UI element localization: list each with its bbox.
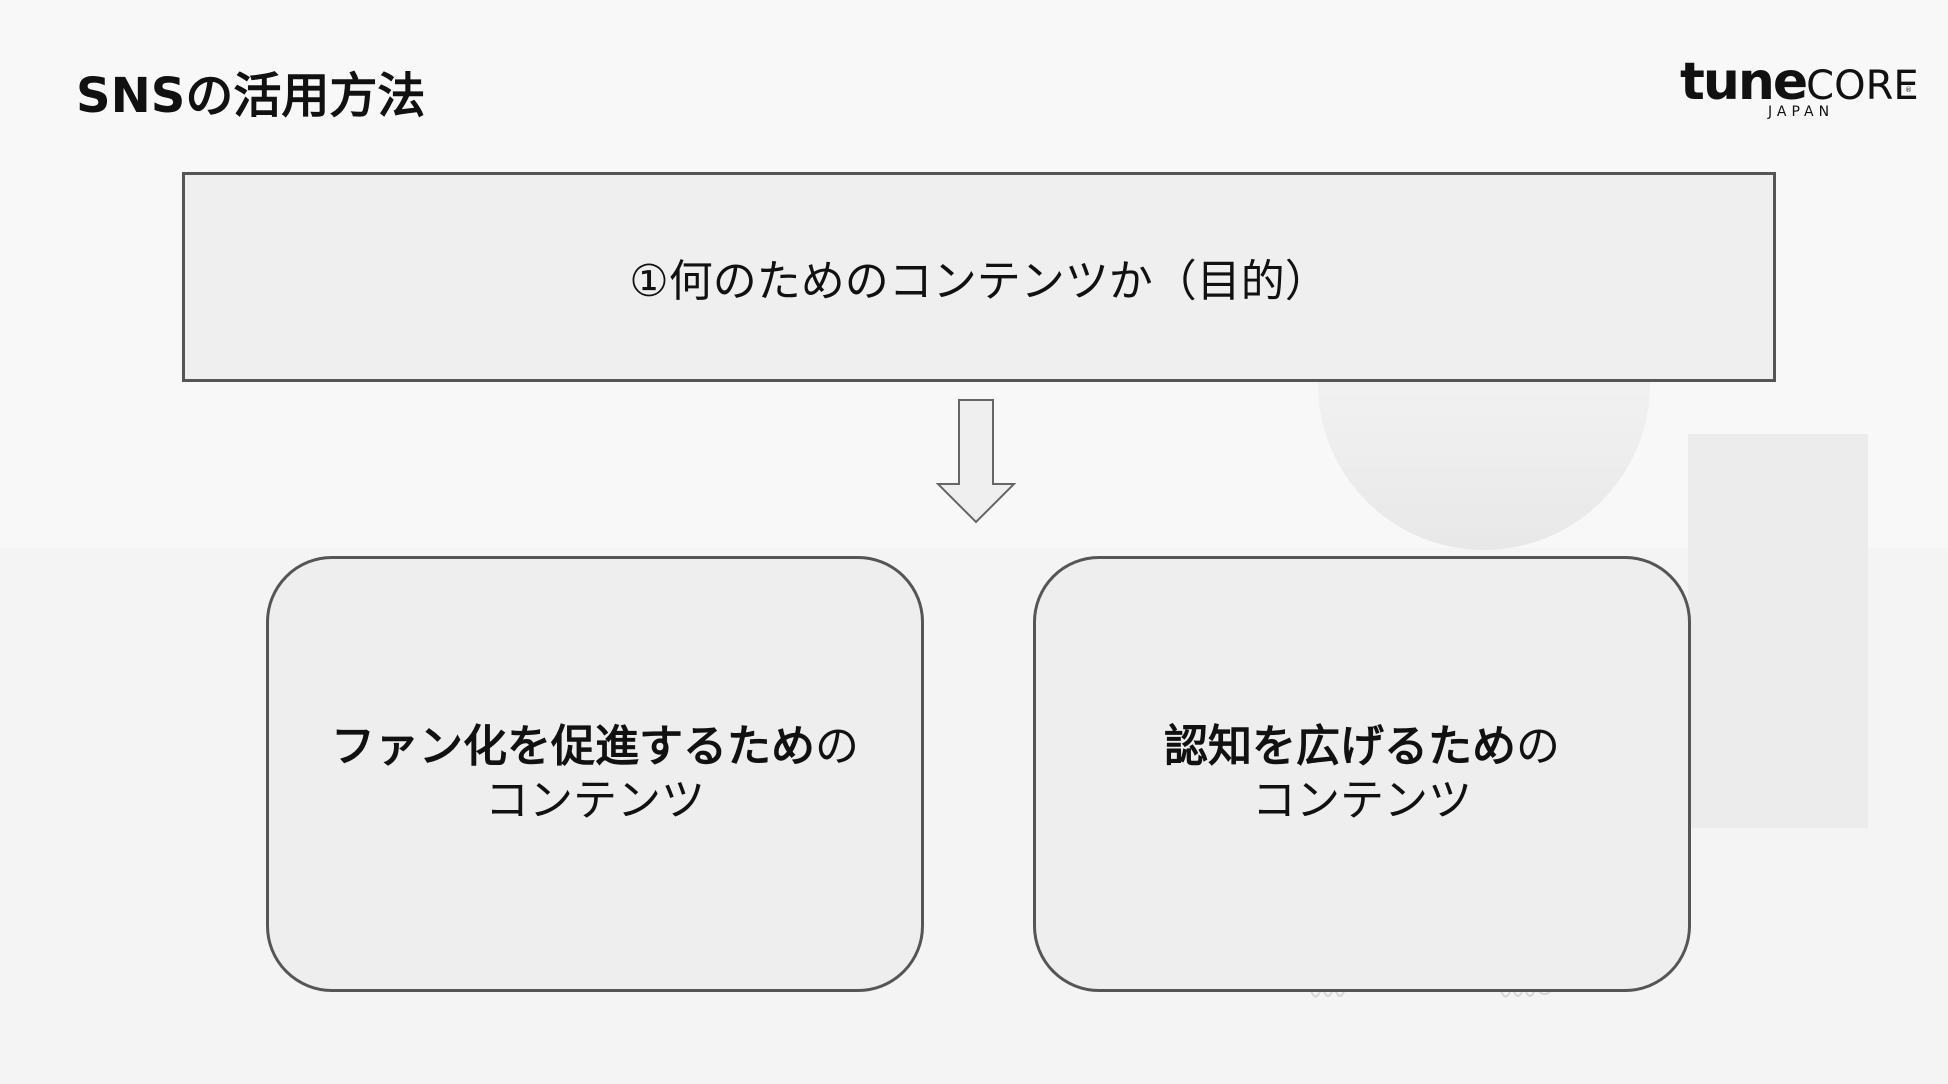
background-panel [1688,434,1868,828]
awareness-content-box: 認知を広げるための コンテンツ [1033,556,1691,992]
fan-content-strong: ファン化を促進するため [331,721,815,772]
awareness-content-suffix: の [1516,721,1560,772]
logo-wordmark: tuneCORE [1680,54,1919,122]
awareness-content-line1: 認知を広げるための [1164,720,1560,774]
awareness-content-strong: 認知を広げるため [1164,721,1516,772]
logo-japan: JAPAN [1768,104,1835,120]
logo-trademark: ® [1905,86,1912,94]
fan-content-line1: ファン化を促進するための [331,720,859,774]
fan-content-box: ファン化を促進するための コンテンツ [266,556,924,992]
fan-content-line2: コンテンツ [485,775,705,826]
page-title: SNSの活用方法 [76,68,426,124]
logo-core: CORE [1806,63,1919,109]
awareness-content-line2: コンテンツ [1252,775,1472,826]
fan-content-suffix: の [815,721,859,772]
purpose-text: ①何のためのコンテンツか（目的） [629,256,1329,307]
down-arrow-icon [936,399,1016,524]
purpose-box: ①何のためのコンテンツか（目的） [182,172,1776,382]
tunecore-logo: tuneCORE ® JAPAN [1680,54,1920,124]
logo-tune: tune [1680,52,1808,112]
